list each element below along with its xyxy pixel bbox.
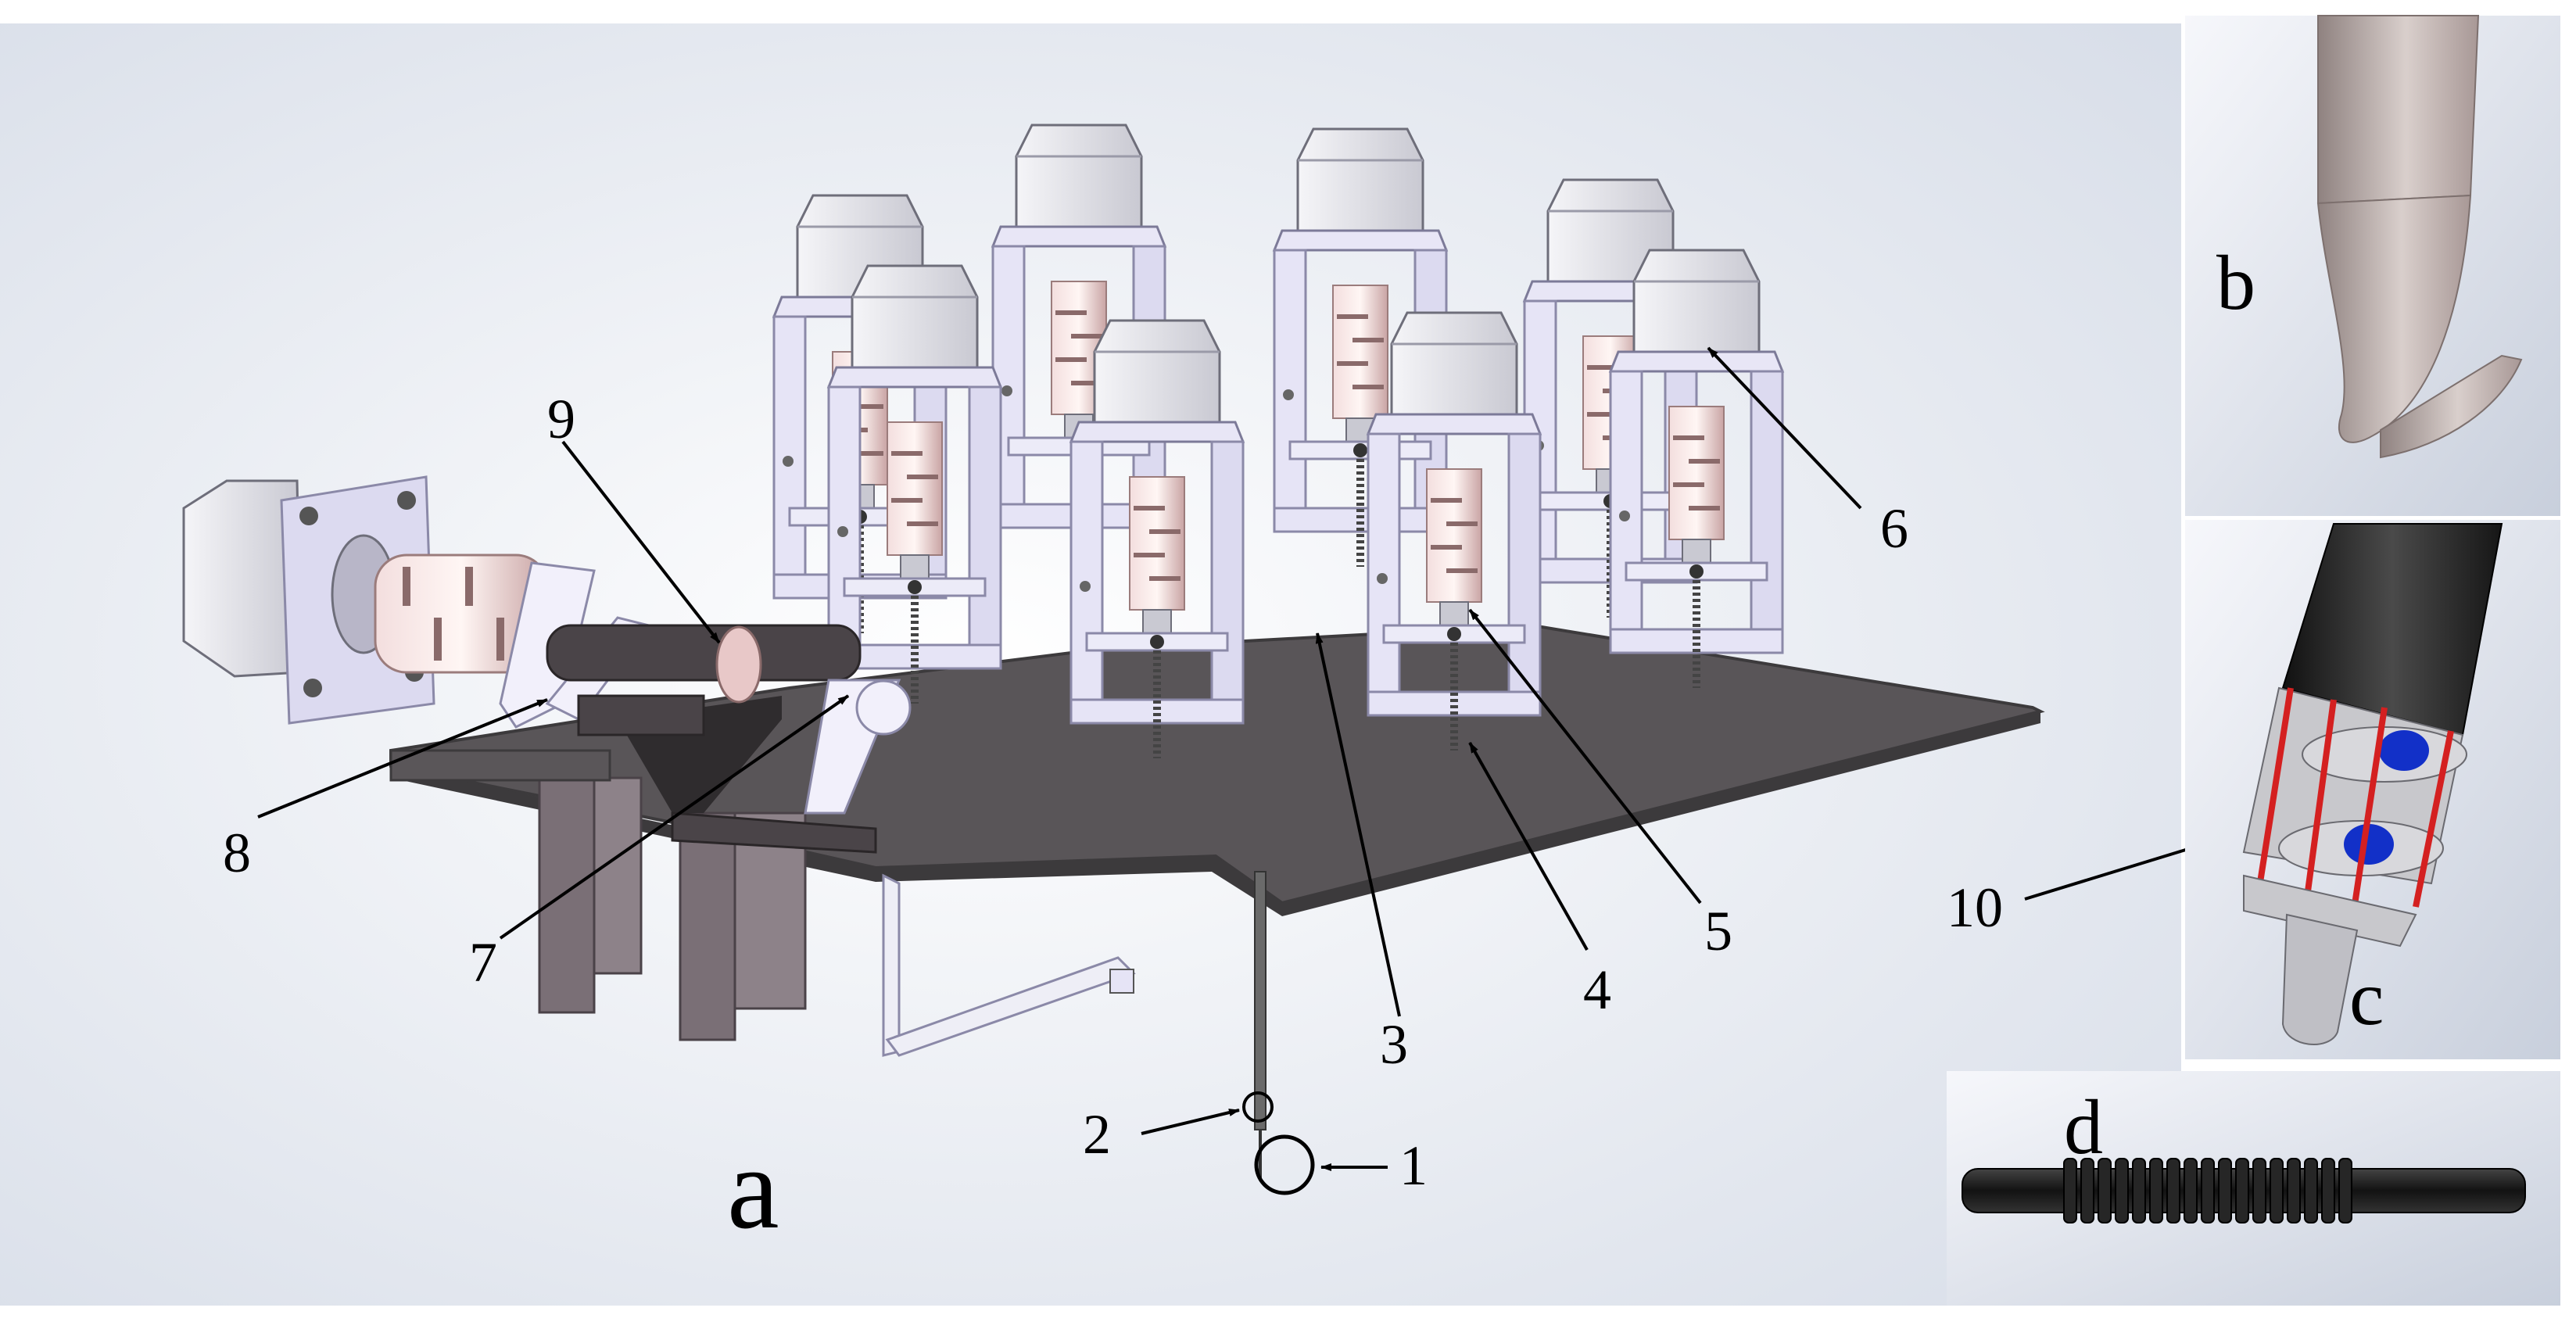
- support-legs: [389, 696, 807, 1041]
- marker-circle-1: [1254, 1134, 1315, 1195]
- callout-8: 8: [223, 822, 251, 884]
- panel-label-b: b: [2216, 239, 2255, 326]
- probe-arm: [882, 871, 1267, 1180]
- hook-tip: [2316, 15, 2523, 459]
- tube-tip: [2242, 523, 2503, 1045]
- callout-5: 5: [1704, 900, 1732, 962]
- coupling: [374, 554, 549, 674]
- callout-7: 7: [469, 931, 497, 994]
- marker-circle-2: [1242, 1091, 1274, 1123]
- callout-2: 2: [1083, 1103, 1111, 1166]
- panel-label-c: c: [2349, 955, 2384, 1041]
- panel-label-d: d: [2064, 1084, 2103, 1170]
- callout-9: 9: [547, 388, 575, 450]
- panel-label-a: a: [727, 1123, 779, 1253]
- callout-4: 4: [1583, 958, 1611, 1021]
- linkage-arm: [499, 561, 912, 815]
- callout-1: 1: [1399, 1134, 1428, 1197]
- leader-lines: [257, 346, 2276, 1171]
- callout-10: 10: [1947, 876, 2003, 939]
- callout-6: 6: [1880, 497, 1908, 560]
- corrugated-tube: [1962, 1158, 2526, 1223]
- callout-3: 3: [1380, 1013, 1408, 1076]
